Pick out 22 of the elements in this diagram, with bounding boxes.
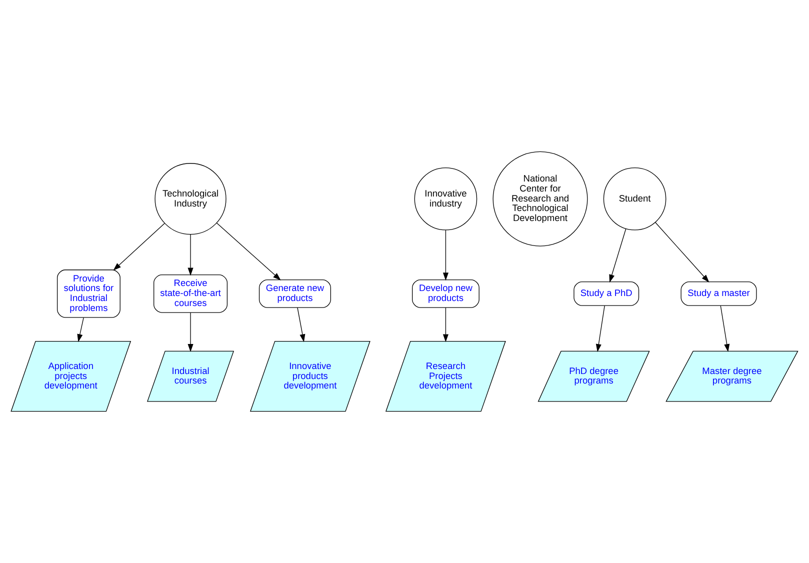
node-box: Receive state-of-the-art courses xyxy=(154,274,228,313)
arrow xyxy=(609,228,626,283)
node-circle: Innovative industry xyxy=(414,167,478,230)
node-circle: National Center for Research and Technological Development xyxy=(492,151,588,246)
node-box: Develop new products xyxy=(412,279,480,308)
arrow xyxy=(77,317,84,342)
arrow xyxy=(655,222,710,282)
node-circle: Technological Industry xyxy=(154,163,226,235)
node-box: Provide solutions for Industrial problems xyxy=(56,270,120,318)
arrow xyxy=(720,305,730,352)
arrow xyxy=(442,307,448,342)
node-box: Study a PhD xyxy=(574,281,640,306)
arrow xyxy=(188,312,194,352)
node-box: Generate new products xyxy=(258,279,331,308)
arrow xyxy=(442,230,448,281)
arrow xyxy=(188,234,194,276)
arrow xyxy=(596,305,605,352)
arrow xyxy=(216,222,281,280)
node-box: Study a master xyxy=(680,281,757,306)
node-circle: Student xyxy=(603,167,666,230)
arrow xyxy=(297,307,306,342)
arrow xyxy=(113,223,165,271)
